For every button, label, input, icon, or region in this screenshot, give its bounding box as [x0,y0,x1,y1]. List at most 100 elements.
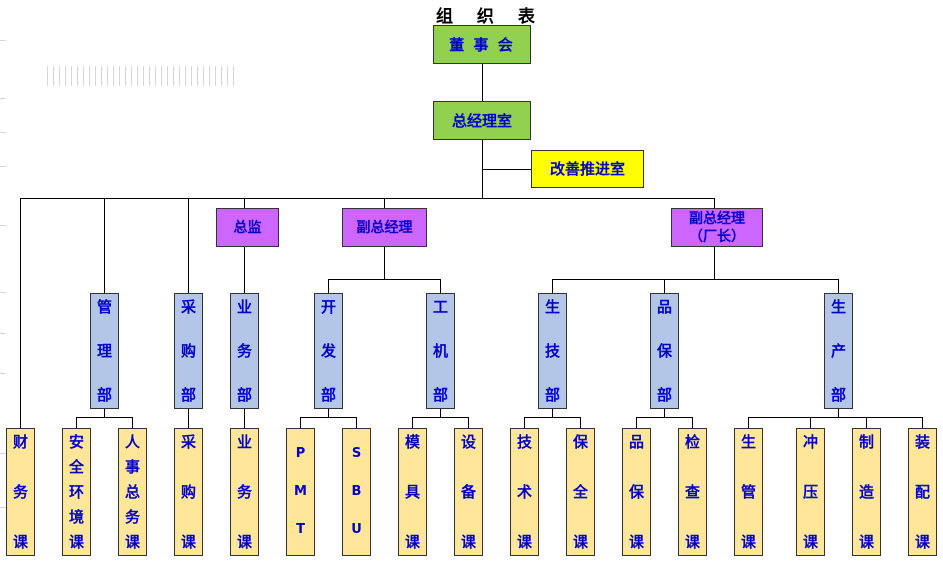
box-label-char: 购 [180,483,196,501]
connector-line [748,417,923,418]
box-label-char: B [351,484,362,499]
box-label-char: 安 [68,433,84,451]
improvement-office-box: 改善推进室 [531,150,644,188]
technology-section-box: 技术课 [510,428,539,556]
box-label-char: 业 [236,298,252,316]
box-label-char: 课 [460,533,476,551]
sheet-gridline [0,453,6,454]
box-label-char: 课 [180,533,196,551]
box-label-char: 冲 [802,433,818,451]
box-label-char: 技 [544,342,560,360]
box-label-char: 品 [628,433,644,451]
box-label-char: 境 [68,508,84,526]
box-label-char: 开 [320,298,336,316]
connector-line [524,417,525,428]
connector-line [328,279,441,280]
connector-line [328,409,329,418]
engineering-dept-box: 工机部 [426,293,455,409]
vice-gm-factory-label-2: （厂长） [689,228,745,245]
box-label-char: 课 [516,533,532,551]
box-label-char: 压 [802,483,818,501]
box-label-char: 务 [124,508,140,526]
box-label-char: 课 [628,533,644,551]
box-label-char: 保 [656,342,672,360]
box-label-char: 部 [96,386,112,404]
box-label-char: P [295,446,306,461]
connector-line [76,417,77,428]
connector-line [20,198,21,428]
connector-line [552,409,553,418]
development-dept-box: 开发部 [314,293,343,409]
box-label-char: 装 [914,433,930,451]
box-label-char: 部 [180,386,196,404]
purchasing-section-box: 采购课 [174,428,203,556]
business-section-box: 业务课 [230,428,259,556]
connector-line [328,279,329,293]
assembly-section-box: 装配课 [908,428,937,556]
box-label-char: 机 [432,342,448,360]
connector-line [412,417,469,418]
connector-line [104,409,105,418]
connector-line [244,247,245,293]
box-label-char: 事 [124,458,140,476]
sheet-gridline [0,333,6,334]
box-label-char: M [294,484,307,499]
connector-line [300,417,301,428]
connector-line [524,417,581,418]
connector-line [922,417,923,428]
connector-line [384,247,385,280]
sheet-gridline [0,132,6,133]
connector-line [692,417,693,428]
connector-line [440,279,441,293]
box-label-char: 课 [68,533,84,551]
connector-line [664,279,665,293]
board-label: 董 事 会 [449,35,515,54]
sheet-gridline [0,166,6,167]
box-label-char: 购 [180,342,196,360]
box-label-char: 课 [124,533,140,551]
box-label-char: 具 [404,483,420,501]
box-label-char: 人 [124,433,140,451]
connector-line [714,198,715,208]
gm-office-box: 总经理室 [433,101,531,140]
sheet-gridline [0,98,6,99]
box-label-char: 课 [914,533,930,551]
sheet-gridline [0,292,6,293]
connector-line [580,417,581,428]
production-control-section-box: 生管课 [734,428,763,556]
quality-dept-box: 品保部 [650,293,679,409]
vice-gm-box: 副总经理 [342,208,427,247]
gm-office-label: 总经理室 [451,111,512,130]
box-label-char: 术 [516,483,532,501]
stamping-section-box: 冲压课 [796,428,825,556]
connector-line [636,417,693,418]
vice-gm-label: 副总经理 [356,219,413,236]
box-label-char: 保 [628,483,644,501]
box-label-char: 部 [830,386,846,404]
box-label-char: 保 [572,433,588,451]
director-box: 总监 [216,208,279,247]
box-label-char: 生 [544,298,560,316]
board-box: 董 事 会 [433,25,531,64]
box-label-char: 课 [740,533,756,551]
connector-line [714,247,715,280]
manufacturing-section-box: 制造课 [852,428,881,556]
box-label-char: 环 [68,483,84,501]
safety-env-section-box: 安全环境课 [62,428,91,556]
box-label-char: 采 [180,433,196,451]
box-label-char: 产 [830,342,846,360]
connector-line [810,417,811,428]
box-label-char: 工 [432,298,448,316]
box-label-char: 采 [180,298,196,316]
connector-line [132,417,133,428]
hr-admin-section-box: 人事总务课 [118,428,147,556]
box-label-char: 课 [12,533,28,551]
vice-gm-factory-box: 副总经理 （厂长） [671,208,763,247]
improvement-office-label: 改善推进室 [549,160,625,178]
vice-gm-factory-label-1: 副总经理 [689,210,745,227]
box-label-char: 课 [684,533,700,551]
box-label-char: 务 [12,483,28,501]
box-label-char: 业 [236,433,252,451]
connector-line [300,417,357,418]
